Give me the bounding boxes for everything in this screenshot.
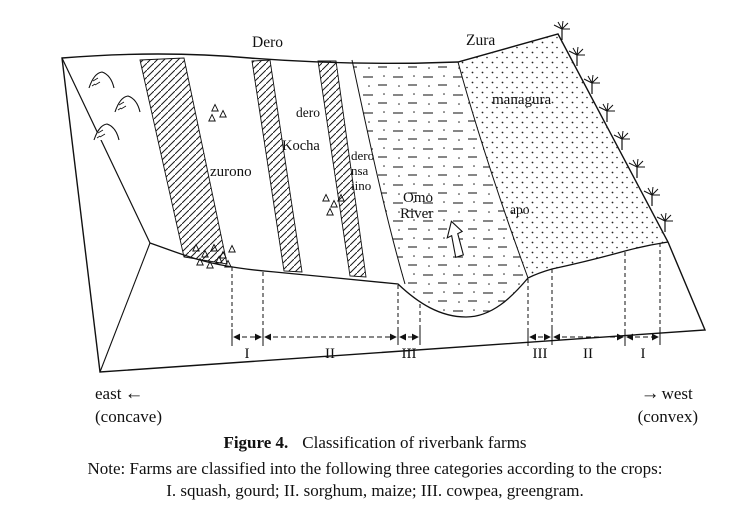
riverbank-block-diagram: I II III III II I Dero Zura zurono Kocha… (61, 20, 707, 373)
dimension-ticks (231, 329, 661, 345)
zone-label-kocha: Kocha (282, 138, 320, 154)
top-left-edge (61, 57, 151, 244)
west-sublabel: (convex) (637, 406, 698, 426)
hatched-slope-bands (139, 57, 367, 278)
zone-label-managura: managura (492, 92, 551, 108)
category-label-1-left: I (245, 346, 250, 362)
figure-caption: Figure 4. Classification of riverbank far… (0, 433, 750, 453)
category-label-1-right: I (641, 346, 646, 362)
east-arrow-icon: ← (124, 383, 143, 404)
direction-row: east← (concave) →west (convex) (0, 382, 750, 430)
zone-label-apo: apo (510, 202, 530, 217)
figure-note: Note: Farms are classified into the foll… (0, 458, 750, 503)
zone-label-dero-nsa-iino-1: dero (351, 148, 374, 163)
zone-label-dero-nsa-iino-3: iino (351, 178, 371, 193)
zone-label-omo-river-2: River (400, 206, 433, 222)
left-face-divider (99, 242, 151, 373)
flow-arrow-icon (446, 220, 465, 259)
category-label-2-right: II (583, 346, 593, 362)
zone-label-zurono: zurono (210, 164, 252, 180)
right-bank-texture (458, 34, 668, 278)
category-label-3-left: III (402, 346, 417, 362)
category-label-3-right: III (533, 346, 548, 362)
figure-caption-title: Classification of riverbank farms (302, 433, 527, 452)
river-left-boundary (351, 59, 406, 285)
area-label-zura: Zura (466, 32, 495, 49)
figure-note-line2: I. squash, gourd; II. sorghum, maize; II… (166, 481, 584, 501)
west-arrow-icon: → (640, 383, 660, 404)
east-direction: east← (concave) (95, 382, 162, 427)
figure-caption-label: Figure 4. (223, 433, 289, 452)
east-sublabel: (concave) (95, 406, 163, 426)
zone-label-dero-upper: dero (296, 105, 320, 120)
west-direction: →west (convex) (638, 382, 698, 427)
zone-label-omo-river-1: Omo (403, 190, 433, 206)
zone-label-dero-nsa-iino-2: nsa (351, 163, 369, 178)
river-right-boundary (457, 61, 529, 279)
area-label-dero: Dero (252, 34, 283, 51)
east-label: east (95, 384, 122, 403)
river-zone-texture (352, 60, 528, 317)
category-label-2-left: II (325, 346, 335, 362)
west-label: west (661, 384, 693, 403)
figure-note-line1: Note: Farms are classified into the foll… (87, 459, 663, 478)
